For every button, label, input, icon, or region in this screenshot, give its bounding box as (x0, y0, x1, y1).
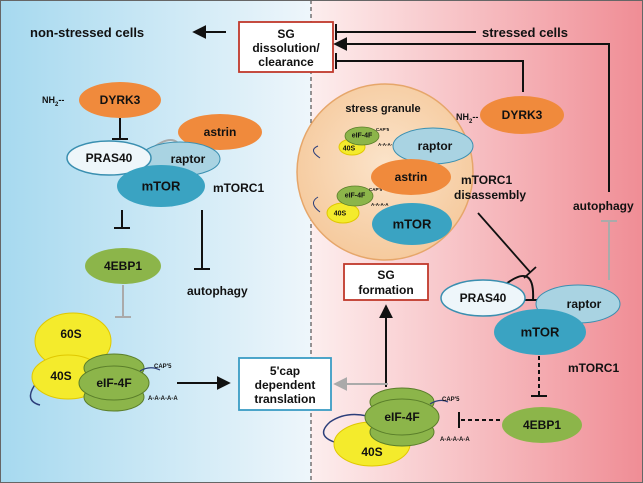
sg-formation-box (343, 263, 429, 301)
eif4f-label-right: eIF-4F (384, 410, 419, 424)
left-heading: non-stressed cells (30, 25, 144, 40)
sg-mrna-1 (313, 145, 321, 159)
pras40-node-left (66, 140, 152, 176)
arrow-autophagy-dissolution (333, 37, 610, 192)
sg-eif4f-2-label: eIF-4F (345, 193, 366, 200)
inhibit-dyrk3-dissolution (336, 60, 524, 92)
mtor-node-sg (372, 203, 452, 245)
stress-granule-label: stress granule (345, 103, 420, 115)
translation-line2: dependent (255, 378, 316, 392)
mtor-label-sg: mTOR (393, 217, 432, 232)
mtorc1-disassembly-line1: mTORC1 (461, 173, 512, 187)
40s-label-left: 40S (50, 369, 71, 383)
mtor-label-left: mTOR (142, 179, 181, 194)
sg-formation-line2: formation (358, 283, 413, 297)
translation-line3: translation (254, 392, 315, 406)
sg-cap-2: CAP'5 (369, 187, 383, 192)
translation-line1: 5'cap (270, 364, 300, 378)
polya-label-right: A-A-A-A-A (440, 437, 470, 443)
dyrk3-node-left (79, 82, 161, 118)
4ebp1-node-right (502, 407, 582, 443)
dyrk3-label-left: DYRK3 (100, 93, 141, 107)
dyrk3-nh2-right: NH2-- (456, 112, 478, 125)
astrin-label-sg: astrin (395, 170, 428, 184)
sg-dissolution-line3: clearance (258, 55, 314, 69)
eif4f-label-left: eIF-4F (96, 376, 131, 390)
sg-eif4f-2 (336, 185, 374, 207)
autophagy-label-right: autophagy (573, 199, 634, 213)
cap-label-left: CAP'5 (154, 364, 172, 370)
astrin-label-left: astrin (204, 125, 237, 139)
dyrk3-label-right: DYRK3 (502, 108, 543, 122)
sg-eif4f-1 (344, 126, 380, 146)
sg-eif4f-1-label: eIF-4F (352, 133, 373, 140)
sg-dissolution-line2: dissolution/ (252, 41, 320, 55)
dyrk3-node-right (480, 96, 564, 134)
pras40-label-right: PRAS40 (460, 291, 507, 305)
4ebp1-node-left (85, 248, 161, 284)
sg-polya-2: A-A-A-A (371, 202, 389, 207)
mrna-right (322, 413, 381, 447)
polya-label-left: A-A-A-A-A (148, 396, 178, 402)
right-heading: stressed cells (482, 25, 568, 40)
sg-40s-2-label: 40S (334, 211, 347, 218)
cap-label-right: CAP'5 (442, 397, 460, 403)
mtorc1-label-left: mTORC1 (213, 181, 264, 195)
inhibit-disassembly-mtorc1 (477, 212, 531, 273)
astrin-node-sg (371, 159, 451, 195)
cap-strand-right (429, 399, 449, 405)
raptor-label-right: raptor (567, 297, 602, 311)
autophagy-label-left: autophagy (187, 284, 248, 298)
4ebp1-label-left: 4EBP1 (104, 259, 142, 273)
raptor-label-sg: raptor (418, 139, 453, 153)
mtorc1-label-right: mTORC1 (568, 361, 619, 375)
astrin-node-left (178, 114, 262, 150)
raptor-label-left: raptor (171, 152, 206, 166)
translation-box (238, 357, 332, 411)
dyrk3-nh2-left: NH2-- (42, 95, 64, 108)
mtorc1-disassembly-line2: disassembly (454, 188, 526, 202)
pras40-label-left: PRAS40 (86, 151, 133, 165)
cap-strand-left (139, 367, 161, 372)
inhibit-pras40-raptor-right (505, 274, 535, 301)
sg-mrna-2 (313, 196, 321, 213)
mtor-label-right: mTOR (521, 325, 560, 340)
sg-polya-1: A-A-A-A (378, 142, 396, 147)
4ebp1-label-right: 4EBP1 (523, 418, 561, 432)
60s-label-left: 60S (60, 327, 81, 341)
sg-dissolution-box (238, 21, 334, 73)
eif4f-node-left (78, 365, 150, 401)
eif4f-node-right (364, 398, 440, 436)
sg-cap-1: CAP'5 (376, 127, 390, 132)
40s-label-right: 40S (361, 445, 382, 459)
sg-dissolution-line1: SG (277, 27, 294, 41)
sg-formation-line1: SG (377, 268, 394, 282)
pras40-node-right (440, 279, 526, 317)
sg-40s-1-label: 40S (343, 146, 356, 153)
mtor-node-left (117, 165, 205, 207)
mtor-node-right (494, 309, 586, 355)
